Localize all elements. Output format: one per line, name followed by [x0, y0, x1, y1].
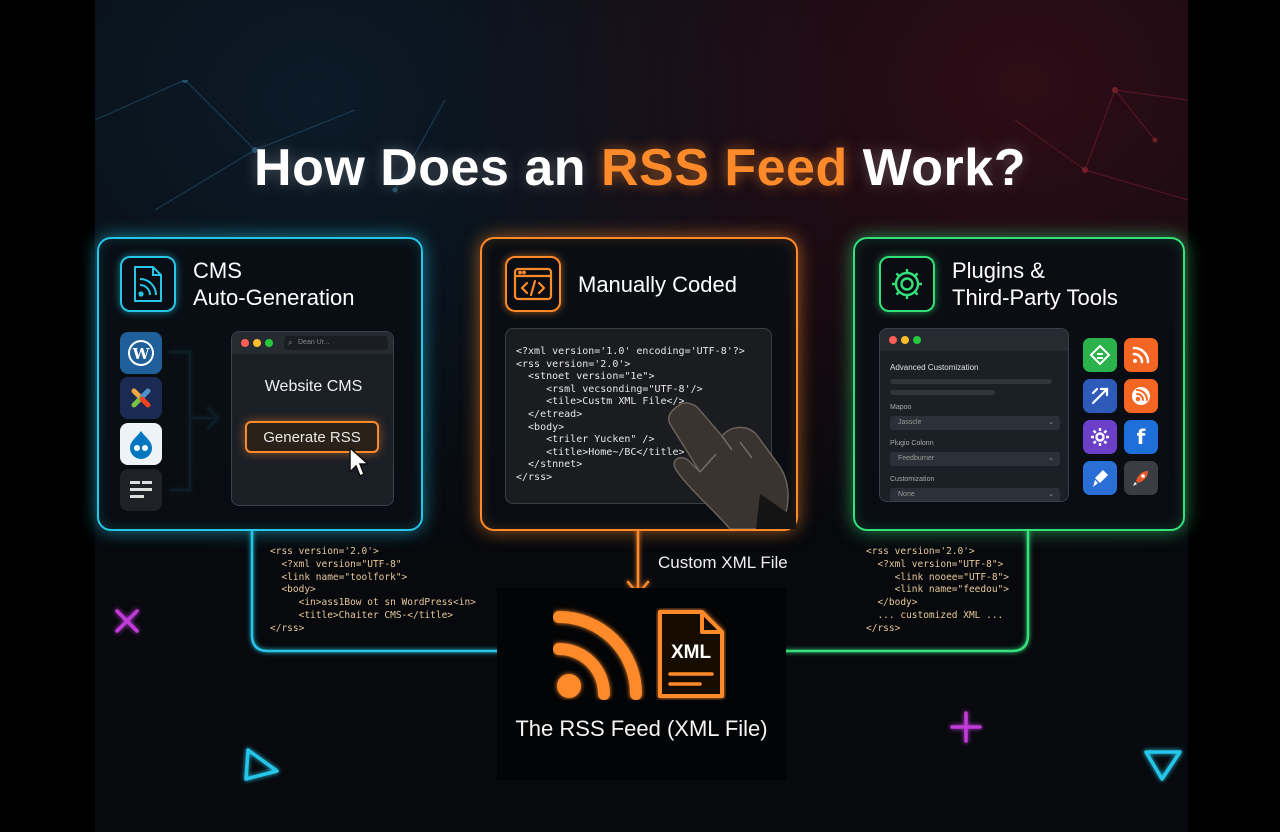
left-code-line: <in>ass1Bow ot sn WordPress<in> — [270, 597, 476, 609]
title-prefix: How Does an — [254, 139, 601, 197]
code-window-icon — [505, 256, 561, 312]
cms-heading-line2: Auto-Generation — [193, 285, 355, 310]
f-letter-icon: f — [1124, 420, 1158, 454]
plugin-settings-title: Advanced Customization — [890, 363, 979, 372]
rss-feed-icon — [553, 611, 642, 700]
manual-code-line: <?xml version='1.0' encoding='UTF-8'?> — [516, 346, 745, 357]
search-icon: ⌕ — [288, 338, 293, 347]
field-select-1[interactable]: Jasscle ⌄ — [890, 416, 1060, 430]
mouse-cursor-icon — [349, 446, 370, 478]
feedly-icon — [1083, 338, 1117, 372]
manual-code-line: <title>Home~/BC</title> — [516, 446, 685, 458]
right-code-line: <rss version='2.0'> — [866, 546, 975, 557]
field-label-2: Plugio Colonn — [890, 440, 934, 447]
manual-code-line: <triler Yucken" /> — [516, 434, 655, 446]
chevron-down-icon: ⌄ — [1048, 455, 1054, 462]
field-value-2: Feedburner — [898, 455, 935, 462]
chevron-down-icon: ⌄ — [1048, 419, 1054, 426]
generate-rss-label: Generate RSS — [263, 428, 361, 446]
manual-code-line: <rsml vecsonding="UTF-8'/> — [516, 383, 703, 395]
xml-badge: XML — [670, 642, 712, 663]
left-code-line: <body> — [270, 584, 316, 596]
manual-code-line: </etread> — [516, 408, 583, 420]
rss-feed-result-area — [497, 588, 786, 780]
placeholder-bar — [890, 390, 995, 395]
svg-text:f: f — [1137, 426, 1146, 448]
cms-heading: CMS Auto-Generation — [193, 257, 354, 311]
manual-code-line: </stnnet> — [516, 459, 583, 471]
field-select-2[interactable]: Feedburner ⌄ — [890, 452, 1060, 466]
network-background-decoration — [95, 80, 1188, 211]
xml-file-icon — [658, 610, 724, 698]
plugin-settings-titlebar — [880, 329, 1068, 351]
plugin-settings-window: Advanced Customization Mapoo Jasscle ⌄ Pl… — [879, 328, 1069, 502]
right-code-line: </rss> — [866, 622, 901, 634]
manual-to-feed-arrow — [626, 529, 650, 596]
field-value-1: Jasscle — [898, 419, 922, 426]
manual-code-line: <rss version='2.0'> — [516, 358, 631, 370]
right-code-line: <?xml version="UTF-8"> — [866, 558, 1004, 570]
field-select-3[interactable]: None ⌄ — [890, 488, 1060, 501]
right-code-line: </body> — [866, 597, 918, 609]
triangle-decoration-left — [244, 748, 279, 781]
manual-code-line: <tile>Custm XML File</> — [516, 396, 685, 408]
svg-text:W: W — [132, 345, 151, 363]
right-code-line: <link name="feedou"> — [866, 584, 1009, 596]
cms-window-title: Website CMS — [264, 378, 363, 395]
rss-icon — [1124, 338, 1158, 372]
wrench-arrow-icon — [1083, 379, 1117, 413]
rss-feed-label: The RSS Feed (XML File) — [515, 716, 768, 741]
right-code-line: <link nooee="UTF-8"> — [866, 571, 1009, 583]
cms-search-placeholder: Dean Ur... — [298, 339, 330, 346]
cms-search-field[interactable]: ⌕ Dean Ur... — [284, 336, 388, 350]
manual-heading: Manually Coded — [578, 272, 737, 297]
generate-rss-button[interactable]: Generate RSS — [245, 421, 379, 453]
cms-output-code: <rss version='2.0'> <?xml version="UTF-8… — [270, 546, 476, 636]
plus-mark-decoration — [950, 711, 982, 743]
title-highlight: RSS Feed — [600, 139, 848, 197]
rocket-icon — [1124, 461, 1158, 495]
manual-code-line: <body> — [516, 421, 565, 433]
hand-pointer-illustration — [667, 402, 796, 529]
manual-code-line: </rss> — [516, 471, 553, 483]
generic-cms-logo — [120, 469, 162, 511]
plugin-output-code: <rss version='2.0'> <?xml version="UTF-8… — [866, 546, 1009, 636]
cms-window: ⌕ Dean Ur... Website CMS — [231, 331, 394, 506]
chevron-down-icon: ⌄ — [1048, 491, 1054, 498]
rss-document-icon — [120, 256, 176, 312]
x-mark-decoration — [115, 609, 139, 633]
triangle-decoration-right — [1144, 750, 1182, 781]
field-label-3: Customization — [890, 476, 935, 483]
custom-xml-label: Custom XML File — [658, 553, 788, 572]
right-code-line: ... customized XML ... — [866, 609, 1004, 621]
drupal-logo — [120, 423, 162, 465]
wordpress-logo: W — [120, 332, 162, 374]
manual-code-line: <stnoet version="1e"> — [516, 371, 655, 383]
rss-bubble-icon — [1124, 379, 1158, 413]
field-label-1: Mapoo — [890, 404, 912, 411]
left-code-line: </rss> — [270, 622, 305, 634]
gear-plugin-icon — [1083, 420, 1117, 454]
cms-heading-line1: CMS — [193, 258, 242, 283]
left-code-line: <link name="toolfork"> — [270, 571, 408, 583]
left-code-line: <?xml version="UTF-8" — [270, 558, 402, 570]
joomla-logo — [120, 377, 162, 419]
cms-window-titlebar: ⌕ Dean Ur... — [232, 332, 393, 354]
field-value-3: None — [898, 491, 915, 498]
gear-icon — [879, 256, 935, 312]
plugins-heading-line2: Third-Party Tools — [952, 285, 1118, 310]
diagram-title: How Does an RSS Feed Work? — [0, 138, 1280, 198]
plugins-heading: Plugins & Third-Party Tools — [952, 257, 1118, 311]
left-code-line: <title>Chaiter CMS-</title> — [270, 609, 454, 621]
left-code-line: <rss version='2.0'> — [270, 546, 379, 557]
title-suffix: Work? — [847, 139, 1026, 197]
placeholder-bar — [890, 379, 1052, 384]
manual-code-block: <?xml version='1.0' encoding='UTF-8'?><r… — [516, 346, 745, 485]
plugins-heading-line1: Plugins & — [952, 258, 1045, 283]
brush-icon — [1083, 461, 1117, 495]
